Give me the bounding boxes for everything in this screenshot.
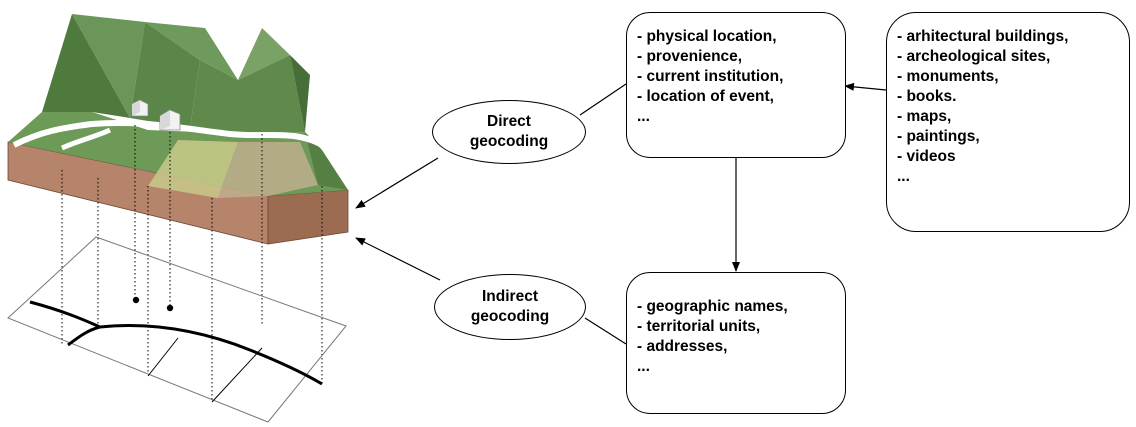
map-road-main: [67, 324, 323, 386]
direct-geocoding-label-2: geocoding: [469, 133, 549, 150]
terrain-block-illustration: [7, 14, 349, 245]
building-2: [159, 109, 181, 131]
field-yellow: [148, 140, 238, 198]
indirect-ref-item: - territorial units,: [637, 318, 761, 335]
arrows: [355, 82, 887, 345]
mountain-left-face: [72, 14, 145, 118]
arrow-indirect-oval-to-map: [355, 237, 441, 281]
map-road-branch: [29, 300, 101, 329]
arrow-direct-oval-to-terrain: [355, 157, 439, 209]
object-item: - monuments,: [897, 68, 999, 85]
object-item: - books.: [897, 88, 957, 105]
object-item: - arhitectural buildings,: [897, 28, 1069, 45]
mountain-right-peak: [238, 28, 290, 80]
map-point-1: [132, 296, 140, 304]
road-branch: [60, 127, 112, 151]
map-division-1: [147, 337, 179, 377]
indirect-geocoding-label-1: Indirect: [482, 288, 538, 305]
object-item: - videos: [897, 148, 956, 165]
flat-map-plane: [7, 236, 347, 423]
indirect-ref-item: - addresses,: [637, 338, 728, 355]
mountain-mid-right: [145, 22, 238, 80]
mountain-right: [190, 55, 305, 134]
direct-geocoding-node: Direct geocoding: [432, 100, 586, 164]
map-division-2: [211, 347, 263, 403]
objects-box: - arhitectural buildings, - archeologica…: [886, 12, 1130, 232]
direct-ref-item: - current institution,: [637, 68, 784, 85]
direct-ref-item: - provenience,: [637, 48, 743, 65]
connector-direct-refs-to-direct-oval: [579, 83, 627, 116]
indirect-references-box: - geographic names, - territorial units,…: [626, 272, 846, 414]
direct-ref-item: - physical location,: [637, 28, 777, 45]
indirect-ref-item: ...: [637, 358, 650, 375]
mountain-right-slope: [290, 55, 310, 132]
indirect-geocoding-node: Indirect geocoding: [434, 274, 586, 340]
indirect-geocoding-label-2: geocoding: [470, 308, 550, 325]
terrain-soil-right: [267, 189, 349, 245]
direct-references-box: - physical location, - provenience, - cu…: [626, 12, 846, 158]
mountain-mid: [130, 22, 200, 128]
indirect-ref-item: - geographic names,: [637, 298, 788, 315]
object-item: ...: [897, 168, 910, 185]
direct-ref-item: ...: [637, 108, 650, 125]
map-plane-outline: [7, 236, 347, 423]
arrow-objects-to-direct-refs: [844, 82, 887, 91]
direct-geocoding-label-1: Direct: [487, 113, 531, 130]
mountain-left: [42, 14, 130, 118]
building-1: [131, 99, 149, 117]
direct-ref-item: - location of event,: [637, 88, 774, 105]
field-beige: [218, 142, 318, 198]
object-item: - maps,: [897, 108, 952, 125]
object-item: - archeological sites,: [897, 48, 1051, 65]
slope-right-side: [305, 132, 348, 190]
map-point-2: [166, 304, 174, 312]
connector-indirect-refs-to-indirect-oval: [584, 317, 627, 345]
projection-lines: [61, 125, 323, 402]
object-item: - paintings,: [897, 128, 980, 145]
